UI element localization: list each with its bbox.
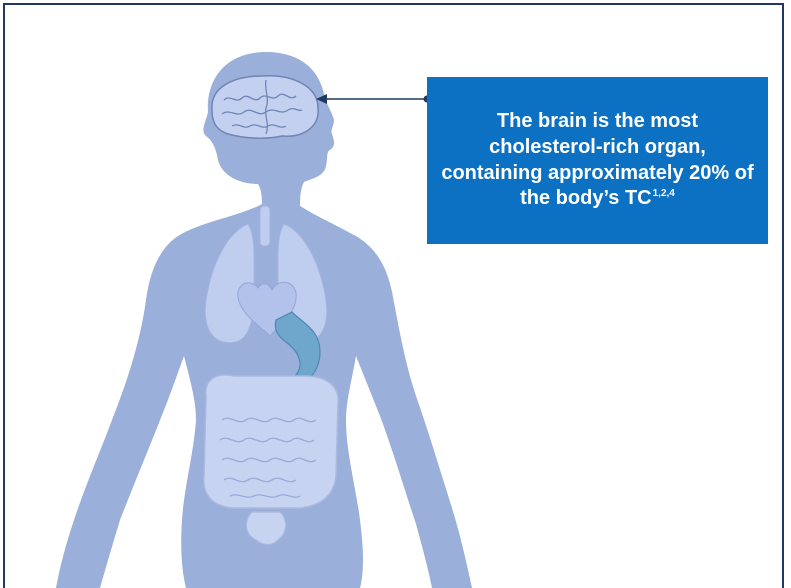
callout-main-text: The brain is the most cholesterol-rich o… <box>441 110 753 209</box>
callout-arrow <box>316 94 431 104</box>
callout-reference-superscript: 1,2,4 <box>653 188 675 199</box>
callout-text: The brain is the most cholesterol-rich o… <box>441 109 754 211</box>
intestines-icon <box>204 375 338 508</box>
brain-icon <box>212 76 318 138</box>
callout-box: The brain is the most cholesterol-rich o… <box>427 77 768 244</box>
